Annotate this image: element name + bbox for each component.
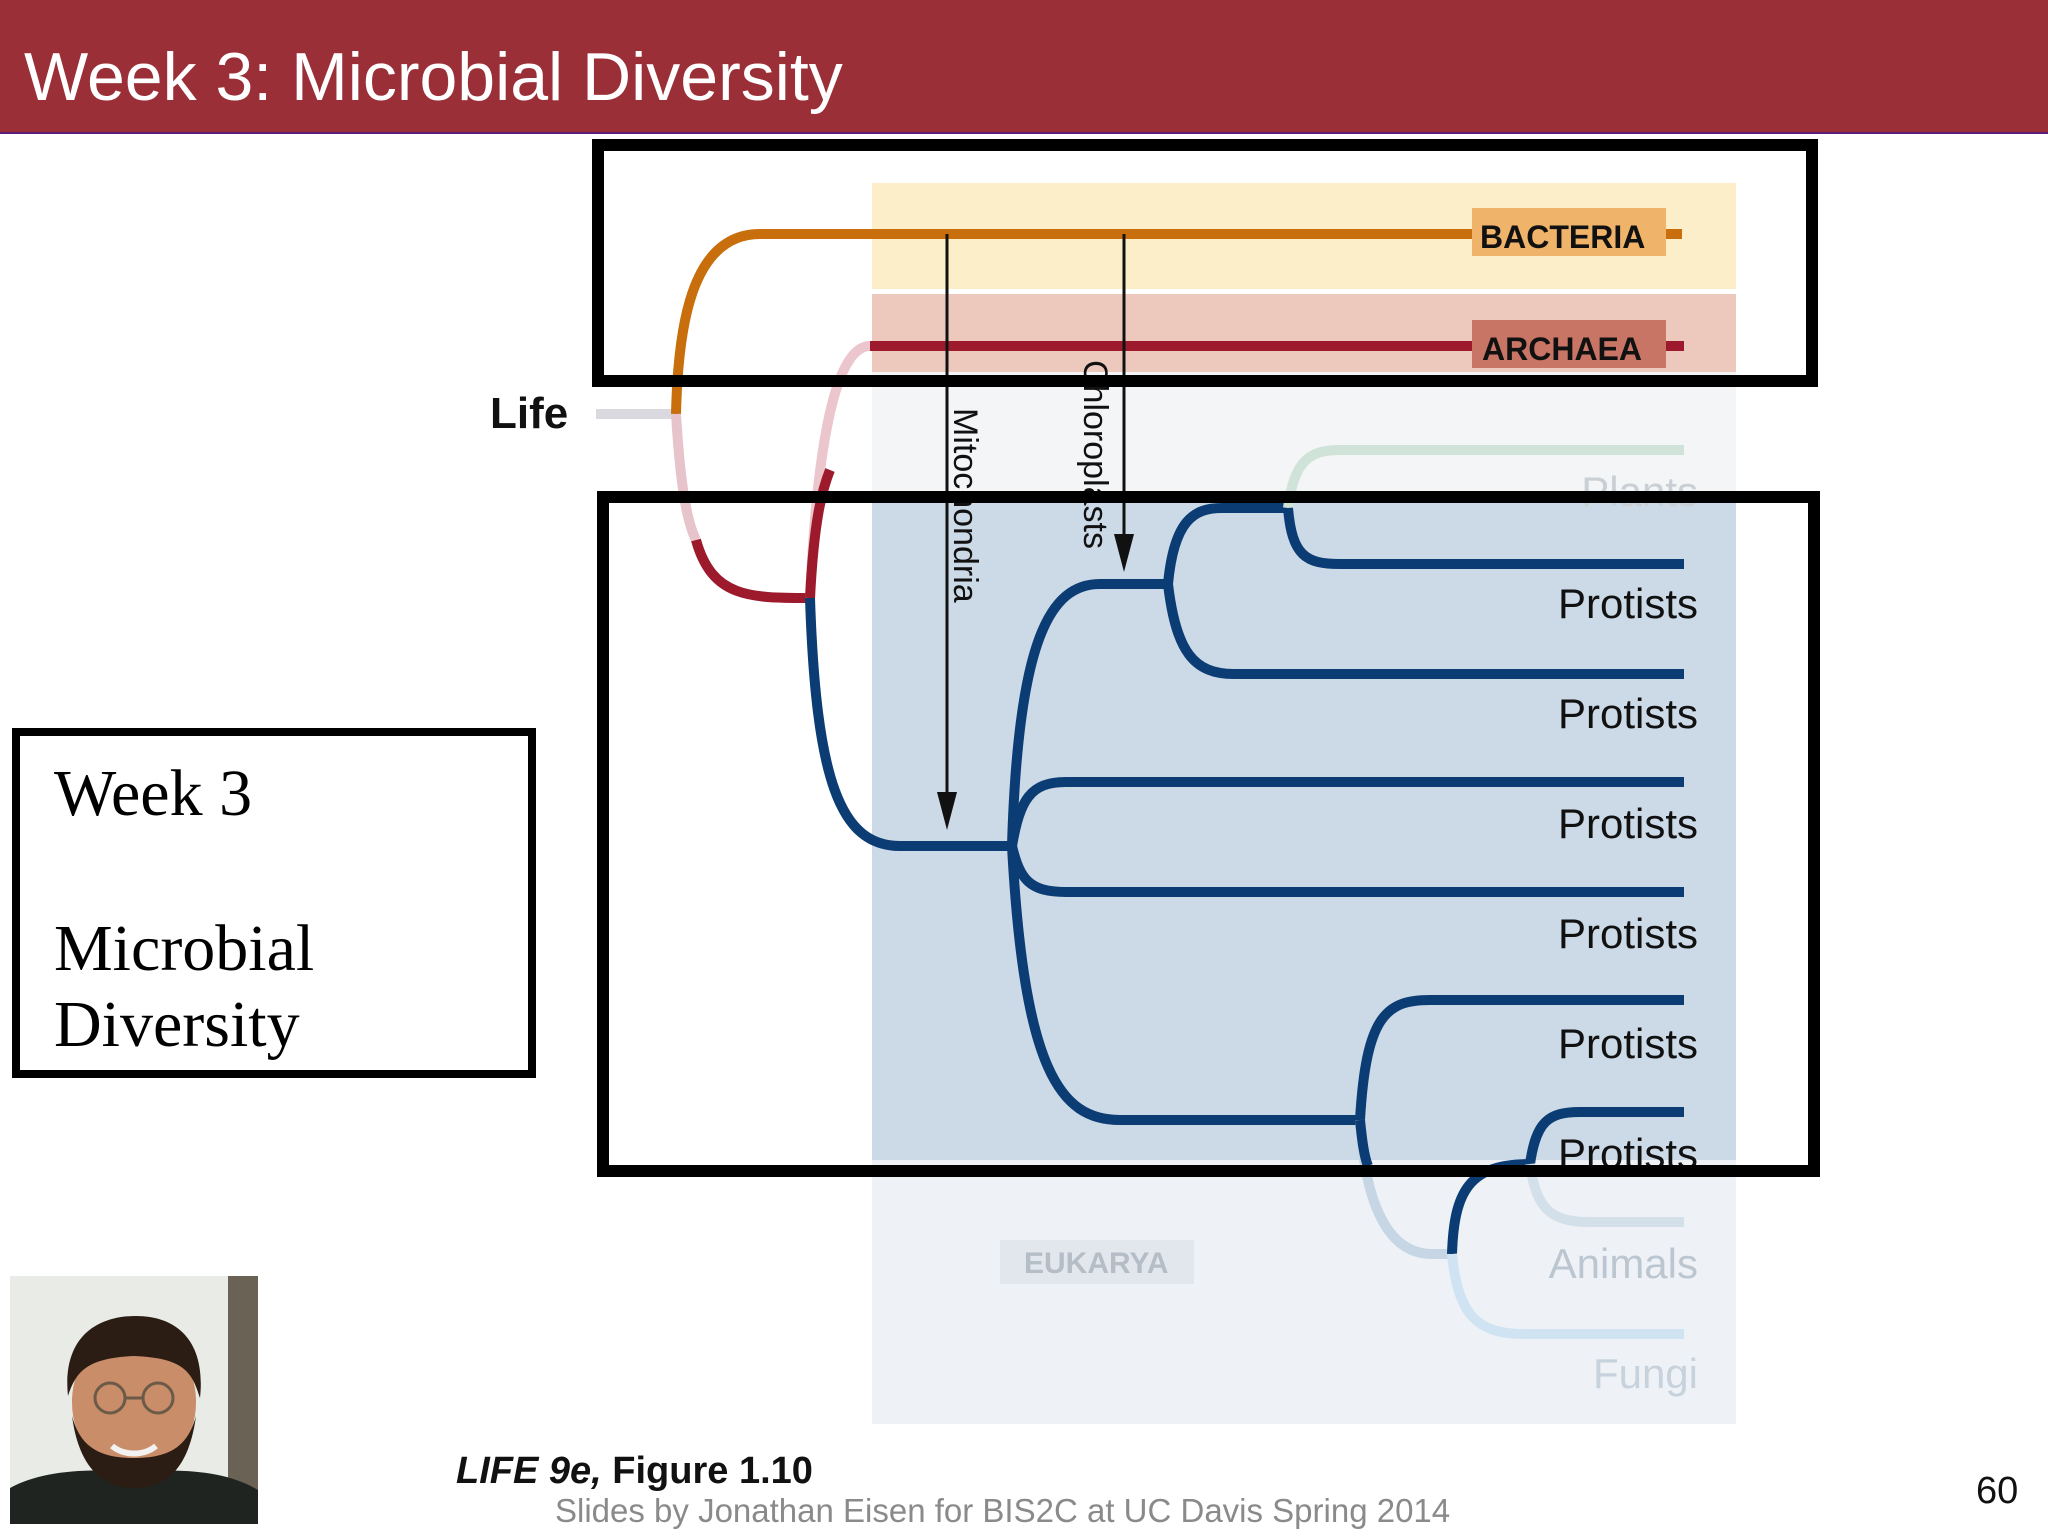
neomura-branch xyxy=(805,468,835,599)
week-box-topic-line1: Microbial xyxy=(54,912,315,985)
bacteria-label-box xyxy=(1472,208,1666,256)
protist-branch-2 xyxy=(1163,583,1684,679)
figure-caption-number: Figure 1.10 xyxy=(601,1450,813,1492)
mitochondria-label: Mitochondria xyxy=(946,408,984,603)
chloroplasts-label: Chloroplasts xyxy=(1076,360,1114,549)
tip-protists-3: Protists xyxy=(1558,800,1698,847)
eukarya-label-box xyxy=(1000,1240,1194,1284)
tip-protists-4: Protists xyxy=(1558,910,1698,957)
week-box: Week 3 Microbial Diversity xyxy=(12,728,536,1078)
slide-number: 60 xyxy=(1976,1470,2019,1512)
eukarya-stem xyxy=(805,597,1012,851)
euk-clade-a xyxy=(1007,579,1168,847)
tip-protists-2: Protists xyxy=(1558,690,1698,737)
protist-branch-1 xyxy=(1283,507,1684,569)
figure-caption-book: LIFE 9e, xyxy=(456,1450,602,1492)
tip-fungi: Fungi xyxy=(1593,1350,1698,1397)
eukaryote-highlight-box xyxy=(597,491,1820,1177)
week-box-week: Week 3 xyxy=(54,757,253,830)
prokaryote-highlight-box xyxy=(592,139,1818,387)
tip-protists-1: Protists xyxy=(1558,580,1698,627)
week-box-topic: Microbial Diversity xyxy=(54,911,314,1063)
week-box-topic-line2: Diversity xyxy=(54,988,300,1061)
root-branch-lower-faded xyxy=(671,413,701,543)
animals-branch xyxy=(1525,1163,1684,1227)
opisthokont-stem-dark xyxy=(1355,1119,1373,1168)
protist-branch-6 xyxy=(1525,1107,1684,1165)
euk-clade-b xyxy=(1007,845,1360,1125)
archaea-label-box xyxy=(1472,320,1666,368)
slide-credit: Slides by Jonathan Eisen for BIS2C at UC… xyxy=(555,1492,1451,1529)
eukarya-panel-lower xyxy=(872,1160,1736,1424)
root-branch-lower xyxy=(691,538,811,603)
figure-caption: LIFE 9e, Figure 1.10 xyxy=(456,1450,813,1493)
protist-branch-3 xyxy=(1007,777,1684,847)
presenter-photo xyxy=(10,1276,258,1524)
title-bar: Week 3: Microbial Diversity xyxy=(0,0,2048,134)
chloroplasts-arrow-head xyxy=(1114,534,1134,572)
life-label: Life xyxy=(490,389,568,438)
archaea-label: ARCHAEA xyxy=(1482,331,1642,367)
mitochondria-arrow-head xyxy=(937,792,957,830)
tip-protists-5: Protists xyxy=(1558,1020,1698,1067)
eukarya-panel-upper xyxy=(872,372,1736,496)
bacteria-label: BACTERIA xyxy=(1480,219,1645,255)
protist-branch-5 xyxy=(1355,995,1684,1121)
euk-clade-plants-stem xyxy=(1163,503,1288,585)
eukarya-label: EUKARYA xyxy=(1024,1247,1168,1280)
tip-animals: Animals xyxy=(1549,1240,1698,1287)
fungi-branch xyxy=(1447,1253,1684,1339)
slide-title: Week 3: Microbial Diversity xyxy=(24,39,843,115)
